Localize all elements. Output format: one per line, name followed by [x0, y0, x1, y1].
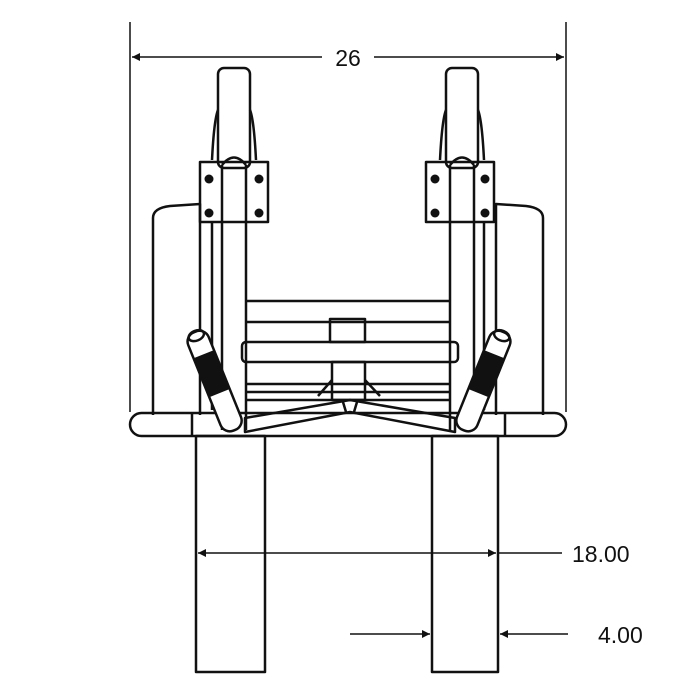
- dimension-label-4: 4.00: [598, 622, 643, 648]
- handle-right: [455, 328, 512, 433]
- bolt-icon: [430, 174, 440, 184]
- v-frame: [243, 398, 457, 434]
- v-frame-joint: [341, 401, 359, 413]
- bolt-icon: [254, 208, 264, 218]
- leg-left: [194, 434, 267, 674]
- dimension-overall-width: [129, 22, 567, 412]
- bolt-icon: [254, 174, 264, 184]
- base-bar: [128, 411, 568, 438]
- bolt-icon: [204, 174, 214, 184]
- cross-bars: [240, 299, 460, 402]
- bolt-icon: [480, 208, 490, 218]
- side-pad-left: [151, 202, 202, 415]
- dimension-label-26: 26: [335, 45, 361, 71]
- leg-right: [430, 434, 500, 674]
- side-pad-right: [494, 202, 545, 415]
- bolt-icon: [480, 174, 490, 184]
- bolts: [204, 174, 490, 218]
- bolt-icon: [430, 208, 440, 218]
- handle-left: [186, 328, 243, 433]
- bolt-icon: [204, 208, 214, 218]
- dimension-label-18: 18.00: [572, 541, 630, 567]
